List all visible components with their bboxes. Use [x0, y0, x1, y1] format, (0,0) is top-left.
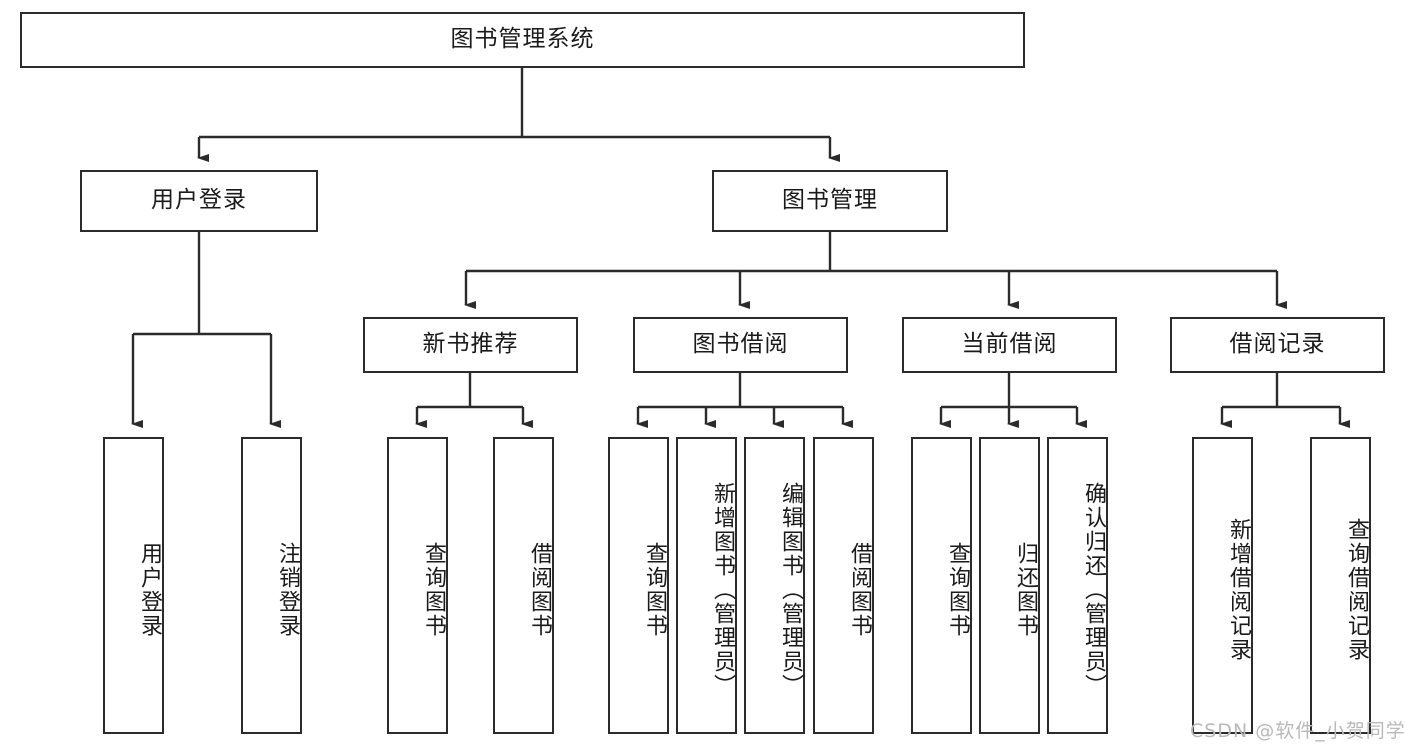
node-label: 查询图书	[421, 541, 446, 638]
node-book-borrow[interactable]: 图书借阅	[633, 317, 848, 373]
node-current-borrow[interactable]: 当前借阅	[902, 317, 1117, 373]
leaf-user-logout[interactable]: 注销登录	[241, 437, 302, 734]
leaf-return-book[interactable]: 归还图书	[979, 437, 1040, 734]
leaf-query-book-borrow[interactable]: 查询图书	[608, 437, 669, 734]
leaf-borrow-book[interactable]: 借阅图书	[813, 437, 874, 734]
leaf-borrow-book-recommend[interactable]: 借阅图书	[493, 437, 554, 734]
node-label: 当前借阅	[961, 331, 1058, 358]
node-label: 借阅图书	[527, 541, 552, 638]
node-label: 用户登录	[137, 541, 162, 638]
node-label: 查询图书	[945, 541, 970, 638]
csdn-watermark: CSDN @软件_小贺同学	[1190, 720, 1405, 742]
node-label: 借阅图书	[847, 541, 872, 638]
node-book-management[interactable]: 图书管理	[712, 170, 948, 232]
node-label: 查询借阅记录	[1344, 517, 1369, 662]
node-label: 查询图书	[642, 541, 667, 638]
node-root-library-management-system[interactable]: 图书管理系统	[20, 12, 1025, 68]
leaf-edit-book-admin[interactable]: 编辑图书（管理员）	[744, 437, 805, 734]
leaf-query-book-recommend[interactable]: 查询图书	[387, 437, 448, 734]
node-label: 确认归还（管理员）	[1081, 481, 1106, 698]
node-label: 编辑图书（管理员）	[778, 481, 803, 698]
node-label: 图书管理	[782, 187, 878, 214]
node-label: 新增图书（管理员）	[710, 481, 735, 698]
node-label: 归还图书	[1013, 541, 1038, 638]
leaf-add-borrow-record[interactable]: 新增借阅记录	[1192, 437, 1253, 734]
node-label: 图书借阅	[692, 331, 789, 358]
node-new-book-recommendation[interactable]: 新书推荐	[363, 317, 578, 373]
leaf-user-login[interactable]: 用户登录	[103, 437, 164, 734]
node-borrow-record[interactable]: 借阅记录	[1170, 317, 1385, 373]
leaf-query-borrow-record[interactable]: 查询借阅记录	[1310, 437, 1371, 734]
node-label: 图书管理系统	[450, 26, 595, 53]
leaf-add-book-admin[interactable]: 新增图书（管理员）	[676, 437, 737, 734]
node-label: 新书推荐	[422, 331, 519, 358]
node-label: 注销登录	[275, 541, 300, 638]
node-label: 用户登录	[151, 187, 247, 214]
leaf-query-book-current[interactable]: 查询图书	[911, 437, 972, 734]
node-user-login[interactable]: 用户登录	[80, 170, 318, 232]
node-label: 借阅记录	[1229, 331, 1326, 358]
leaf-confirm-return-admin[interactable]: 确认归还（管理员）	[1047, 437, 1108, 734]
node-label: 新增借阅记录	[1226, 517, 1251, 662]
